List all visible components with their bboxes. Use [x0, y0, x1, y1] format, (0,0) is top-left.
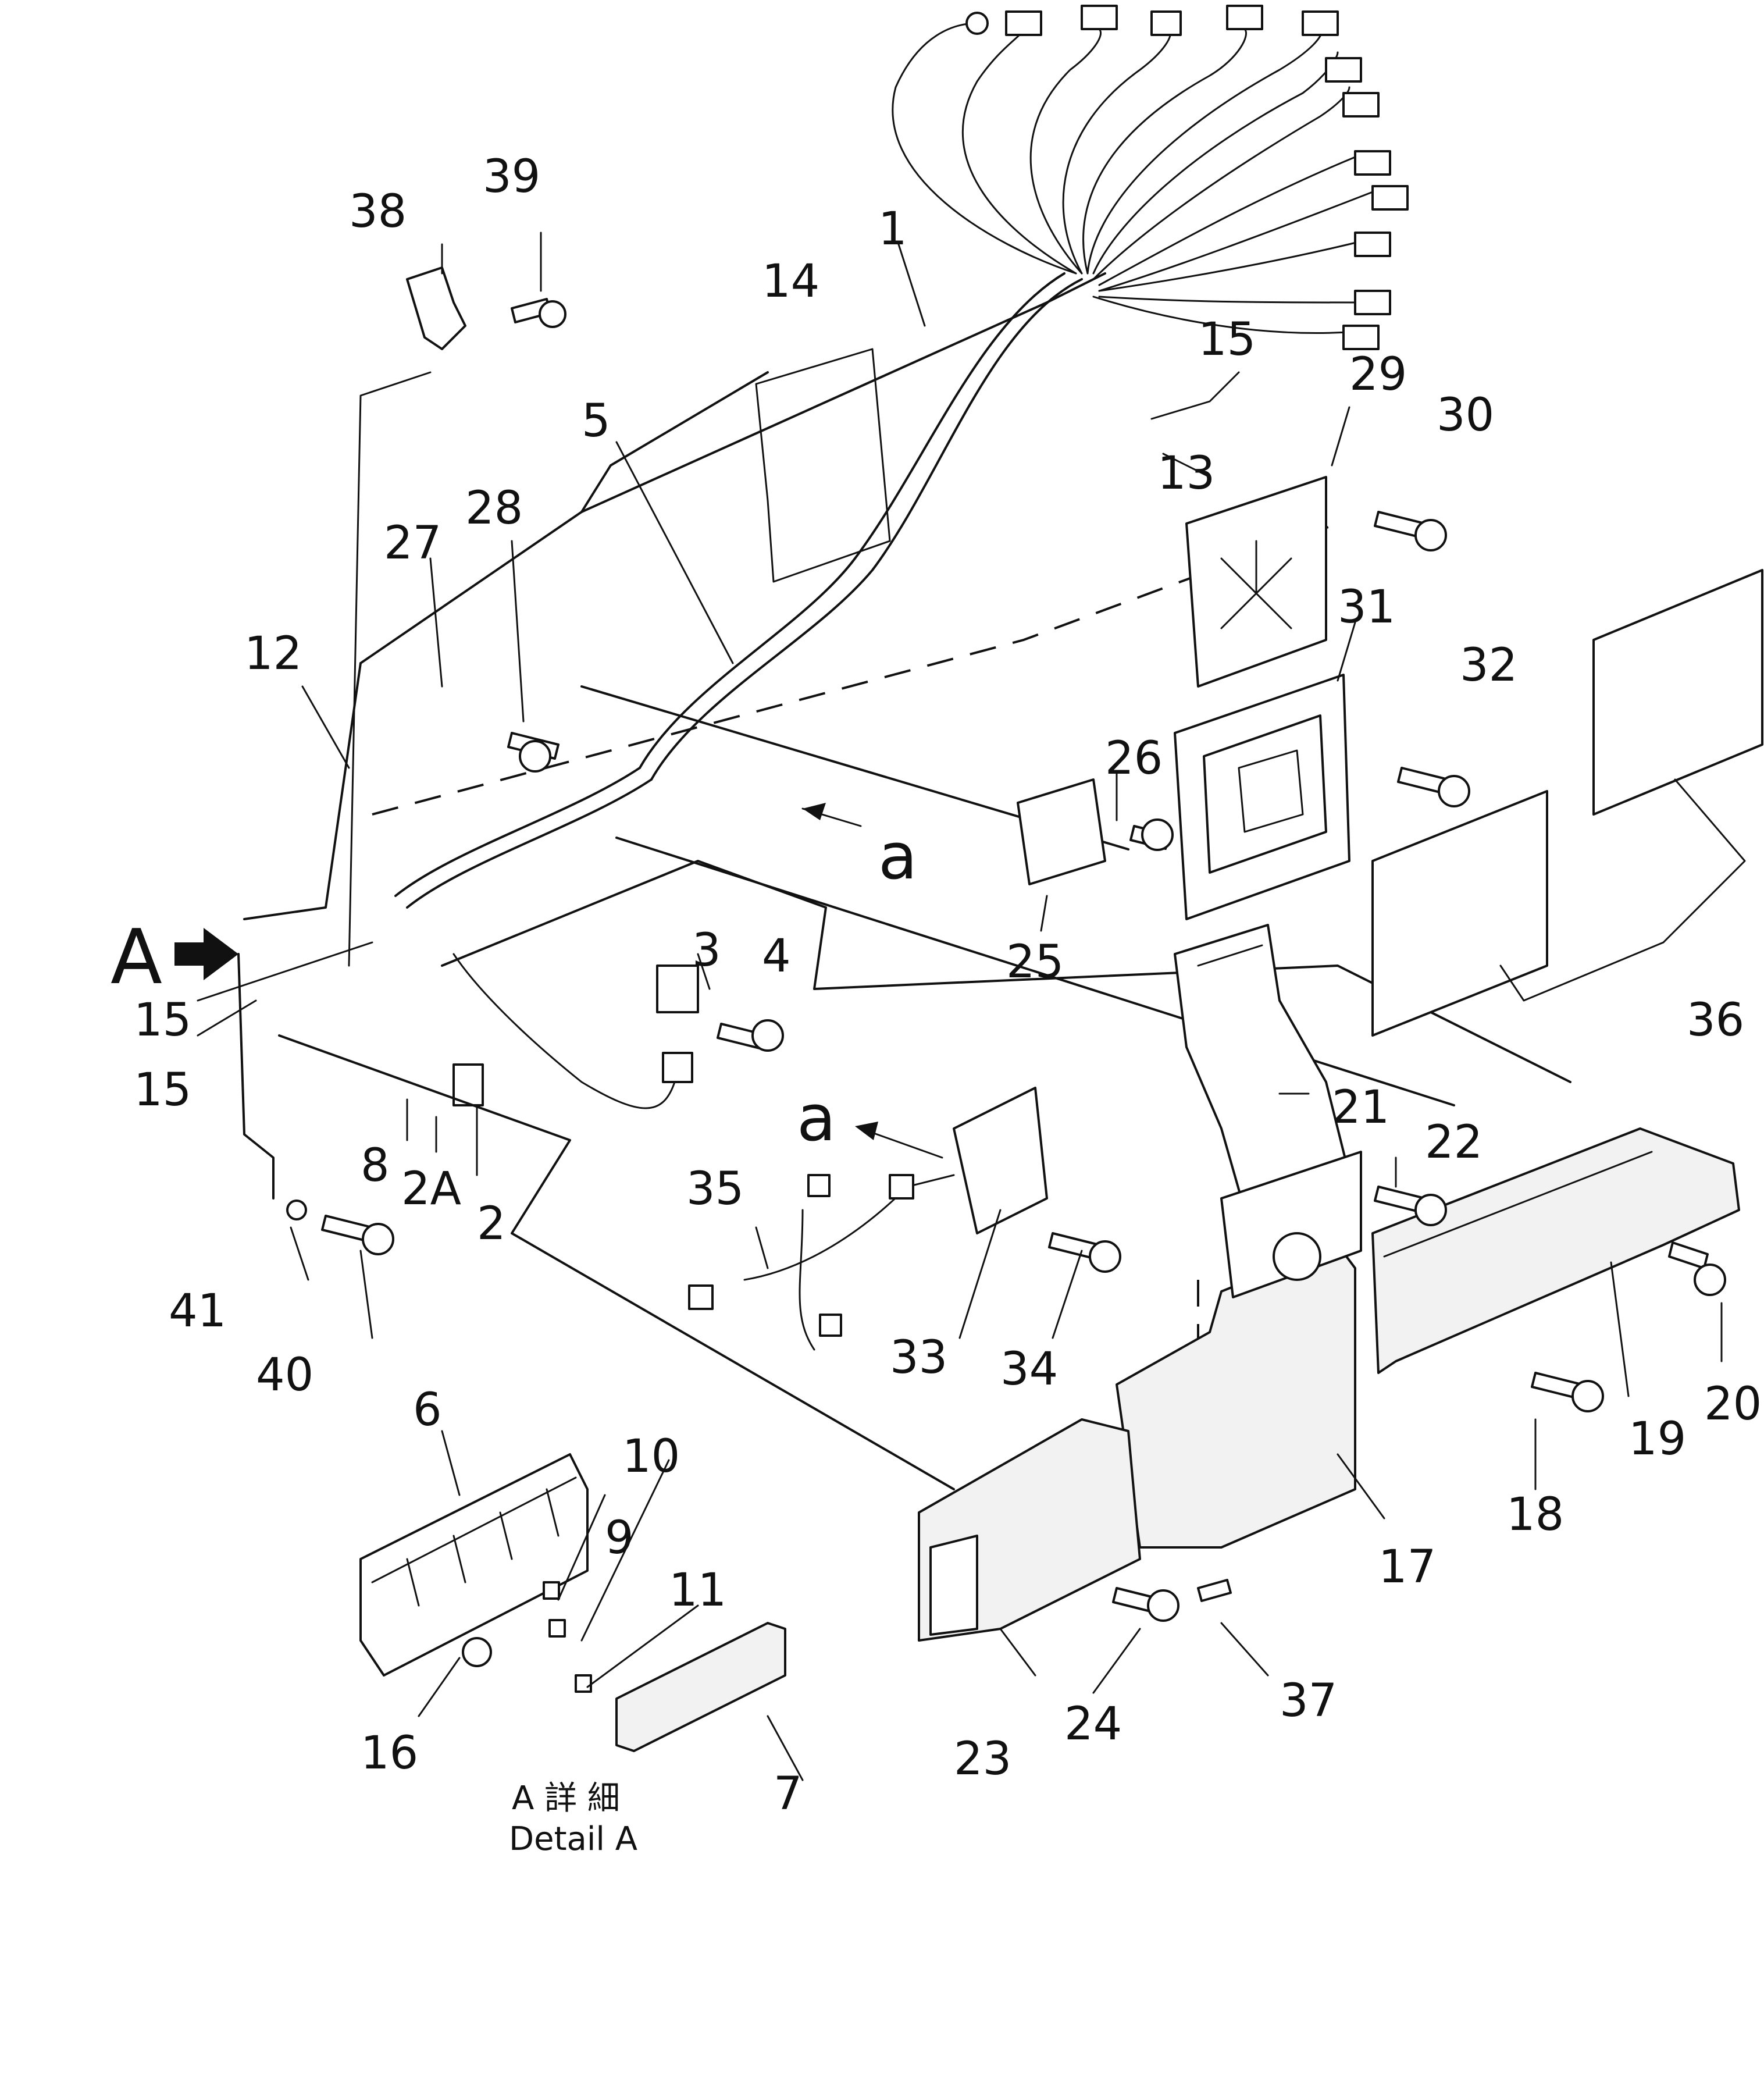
callout-15-top: 15 — [1198, 314, 1256, 366]
callout-18: 18 — [1506, 1489, 1564, 1541]
callout-20: 20 — [1704, 1378, 1762, 1430]
callout-39: 39 — [483, 151, 540, 203]
callout-5: 5 — [582, 395, 611, 447]
callout-28: 28 — [465, 482, 523, 535]
leader-line-2-23 — [278, 1034, 955, 1490]
callout-38: 38 — [349, 186, 407, 238]
callout-30: 30 — [1437, 389, 1494, 442]
arrow-label-a-upper: a — [878, 819, 917, 894]
callout-13: 13 — [1157, 447, 1215, 500]
callout-40: 40 — [256, 1349, 313, 1401]
detail-caption-en: Detail A — [509, 1820, 637, 1858]
callout-26: 26 — [1105, 732, 1163, 785]
callout-14: 14 — [762, 255, 819, 308]
main-harness — [394, 22, 1374, 909]
fuse-box-6 — [359, 1453, 589, 1677]
callout-36: 36 — [1687, 994, 1744, 1047]
callout-15-left-lower: 15 — [134, 1064, 191, 1116]
duct-17 — [1116, 1151, 1362, 1549]
relay-3 — [656, 965, 699, 1013]
callout-35: 35 — [686, 1163, 744, 1215]
top-connectors — [965, 5, 1409, 350]
callout-23: 23 — [954, 1733, 1011, 1785]
callout-6: 6 — [413, 1384, 442, 1436]
callout-4: 4 — [762, 930, 791, 983]
callout-1: 1 — [878, 203, 907, 255]
harness-35 — [688, 1174, 955, 1351]
callout-15-left: 15 — [134, 994, 191, 1047]
fuse-9 — [548, 1619, 566, 1638]
duct-19 — [1371, 1127, 1740, 1374]
arrow-label-a-lower: a — [797, 1081, 836, 1155]
callout-16: 16 — [361, 1727, 418, 1780]
view-arrows — [174, 803, 943, 1159]
switch-2 — [452, 1063, 484, 1106]
controller-31 — [1174, 674, 1350, 920]
bracket-38 — [348, 266, 466, 967]
callout-25: 25 — [1006, 936, 1064, 988]
callout-33: 33 — [890, 1332, 947, 1384]
callout-41: 41 — [169, 1285, 226, 1337]
callout-10: 10 — [622, 1430, 680, 1483]
callout-32: 32 — [1460, 639, 1517, 692]
callout-7: 7 — [774, 1768, 803, 1820]
callout-29: 29 — [1349, 348, 1407, 401]
label-sheets-36 — [1371, 569, 1763, 1037]
callout-2: 2 — [477, 1198, 506, 1250]
callout-31: 31 — [1338, 581, 1395, 634]
fuse-10 — [543, 1581, 560, 1600]
callout-12: 12 — [244, 628, 302, 680]
view-marker-A: A — [111, 913, 162, 1001]
fuse-11 — [575, 1674, 592, 1693]
callout-27: 27 — [384, 517, 441, 570]
module-33 — [953, 1087, 1048, 1234]
detail-caption-jp: A 詳 細 — [512, 1780, 620, 1817]
callout-22: 22 — [1425, 1116, 1483, 1169]
callout-2A: 2A — [401, 1163, 461, 1215]
callout-21: 21 — [1332, 1081, 1389, 1134]
callout-9: 9 — [605, 1512, 634, 1564]
callout-19: 19 — [1628, 1413, 1686, 1465]
controller-29 — [1185, 476, 1327, 688]
bolts — [286, 298, 1726, 1667]
callout-34: 34 — [1000, 1343, 1058, 1396]
duct-23 — [918, 1418, 1141, 1642]
lower-bracket — [237, 953, 275, 1200]
connector-plug — [662, 1052, 693, 1083]
callout-37: 37 — [1280, 1675, 1337, 1727]
leader-lines — [197, 232, 1723, 1781]
callout-11: 11 — [669, 1564, 726, 1617]
callout-17: 17 — [1378, 1541, 1436, 1593]
fuse-cover-7 — [615, 1622, 786, 1752]
callout-labels: 1 2 2A 3 4 5 6 7 8 9 10 11 12 13 14 15 1… — [111, 151, 1762, 1858]
callout-8: 8 — [361, 1140, 390, 1192]
callout-3: 3 — [692, 924, 721, 977]
relay-25 — [1017, 778, 1106, 885]
callout-24: 24 — [1064, 1698, 1122, 1750]
